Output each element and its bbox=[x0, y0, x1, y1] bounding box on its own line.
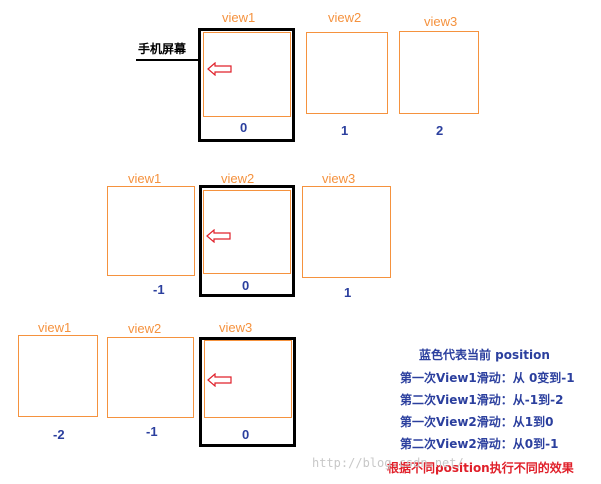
row1-view1-position: 0 bbox=[240, 120, 248, 135]
row1-view3-position: 2 bbox=[436, 123, 444, 138]
row3-phone-screen bbox=[199, 337, 296, 447]
legend-title: 蓝色代表当前 position bbox=[419, 348, 550, 362]
row2-view1-position: -1 bbox=[153, 282, 165, 297]
row1-view3-box bbox=[399, 31, 479, 114]
row2-view2-box bbox=[203, 190, 291, 274]
row3-view3-label: view3 bbox=[219, 320, 253, 335]
row3-left-arrow-icon bbox=[207, 373, 232, 387]
row1-view1-label: view1 bbox=[222, 10, 256, 25]
legend-line-1: 第一次View1滑动：从 0变到-1 bbox=[400, 371, 575, 385]
row1-view2-position: 1 bbox=[341, 123, 349, 138]
phone-label-pointer-line bbox=[136, 59, 200, 61]
row2-view2-label: view2 bbox=[221, 171, 255, 186]
row3-view1-box bbox=[18, 335, 98, 417]
watermark: http://blog.csdn.net/ bbox=[312, 456, 464, 470]
row2-view2-position: 0 bbox=[242, 278, 250, 293]
row1-phone-screen bbox=[198, 28, 295, 142]
row2-view1-label: view1 bbox=[128, 171, 162, 186]
legend-line-3: 第一次View2滑动：从1到0 bbox=[400, 415, 554, 429]
row2-view3-label: view3 bbox=[322, 171, 356, 186]
row2-view3-position: 1 bbox=[344, 285, 352, 300]
row2-view3-box bbox=[302, 186, 391, 278]
row3-view1-label: view1 bbox=[38, 320, 72, 335]
row3-view2-label: view2 bbox=[128, 321, 162, 336]
legend-line-2: 第二次View1滑动：从-1到-2 bbox=[400, 393, 564, 407]
row3-view3-box bbox=[204, 340, 292, 418]
row1-view2-box bbox=[306, 32, 388, 114]
legend-line-4: 第二次View2滑动：从0到-1 bbox=[400, 437, 559, 451]
row2-view1-box bbox=[107, 186, 195, 276]
row1-left-arrow-icon bbox=[207, 62, 232, 76]
row2-phone-screen bbox=[199, 185, 295, 297]
phone-screen-label: 手机屏幕 bbox=[138, 42, 187, 56]
row3-view3-position: 0 bbox=[242, 427, 250, 442]
row3-view2-box bbox=[107, 337, 194, 418]
row1-view3-label: view3 bbox=[424, 14, 458, 29]
row1-view1-box bbox=[203, 32, 291, 117]
row2-left-arrow-icon bbox=[206, 229, 231, 243]
legend-conclusion: 根据不同position执行不同的效果 bbox=[387, 461, 574, 475]
row3-view1-position: -2 bbox=[53, 427, 65, 442]
row3-view2-position: -1 bbox=[146, 424, 158, 439]
row1-view2-label: view2 bbox=[328, 10, 362, 25]
